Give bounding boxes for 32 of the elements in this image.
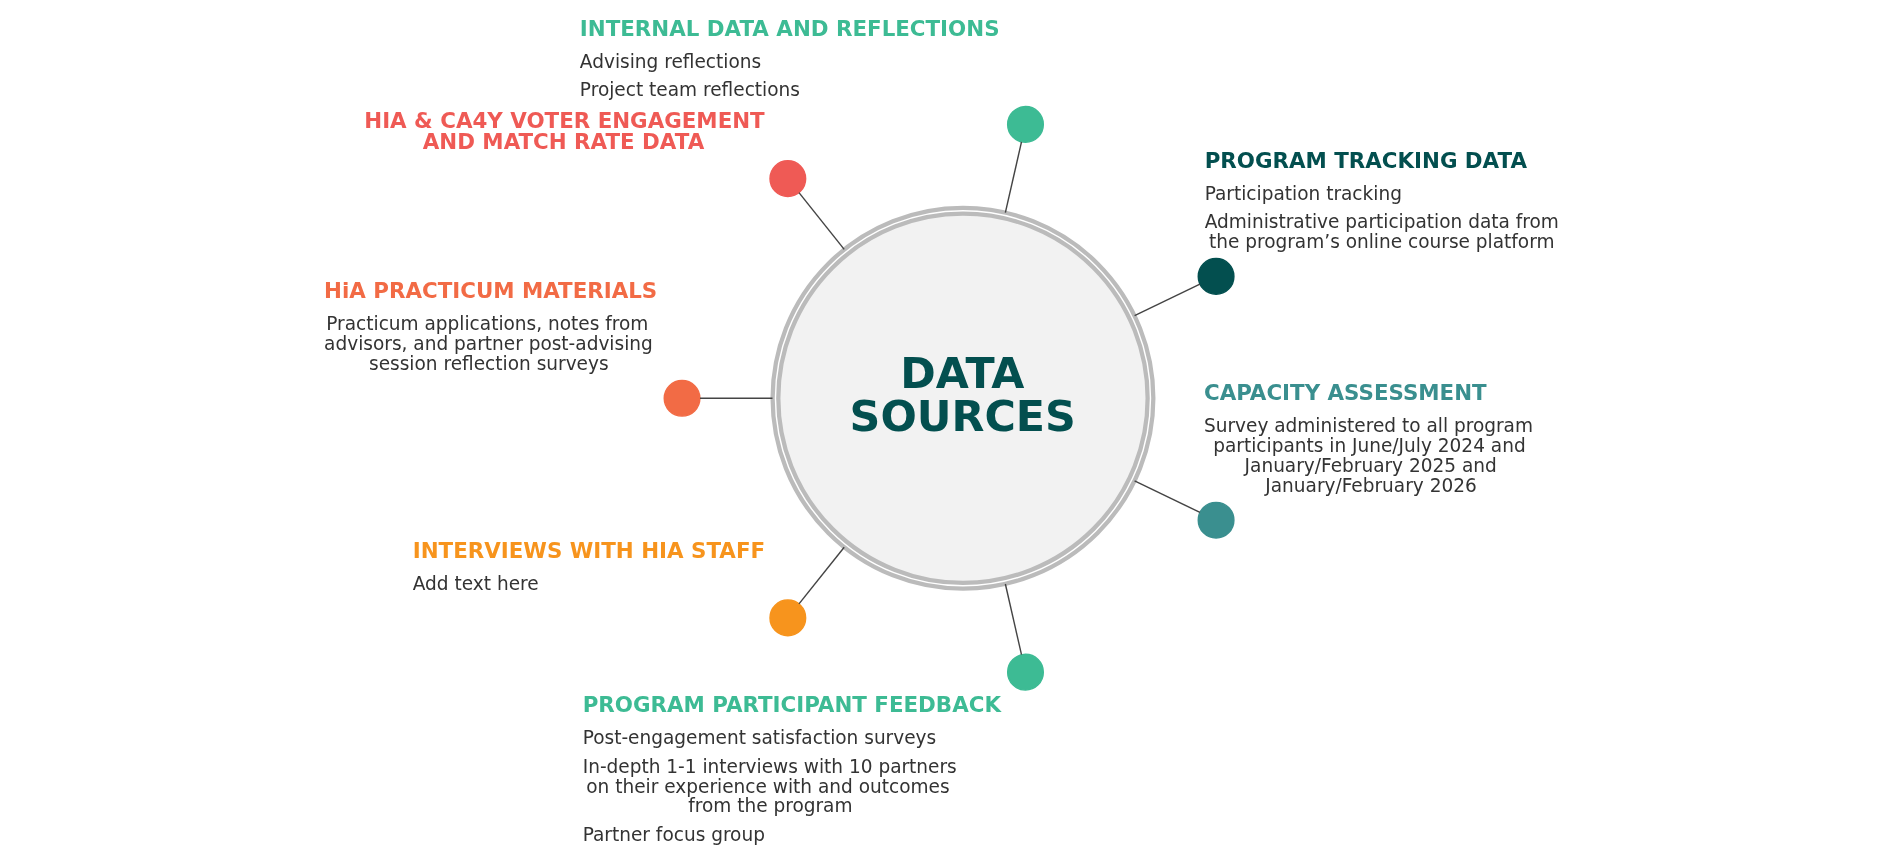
node-circle: DATA SOURCES [769,205,1155,591]
node-circle [768,160,806,198]
connector [797,546,845,605]
connector [1133,283,1201,317]
node-label: Partner focus group [582,823,765,845]
node-label: INTERNAL DATA AND REFLECTIONS [579,15,1000,41]
node-label: Administrative participation data from the program’s online course platform [1204,211,1559,253]
node-label: PROGRAM TRACKING DATA [1204,148,1527,174]
node-label: Advising reflections [579,50,761,72]
node-label: Add text here [412,572,539,594]
node-circle [1197,257,1235,295]
node-label: Participation tracking [1204,182,1402,204]
node-label: HIA & CA4Y VOTER ENGAGEMENT AND MATCH RATE DATA [363,108,765,155]
node-label: Post-engagement satisfaction surveys [582,727,936,749]
node-label: INTERVIEWS WITH HIA STAFF [412,538,765,564]
node-label: Practicum applications, notes from advisors, and partner post-advising session reflection surveys [323,313,653,375]
node-label: HiA PRACTICUM MATERIALS [323,278,657,304]
connector [1004,583,1022,656]
node-circle [663,379,701,417]
node-circle [1197,501,1235,539]
connector [797,191,845,251]
node-circle [1006,653,1044,691]
node-circle [768,599,806,637]
node-label: In-depth 1-1 interviews with 10 partners on their experience with and outcomes from the program [582,755,957,817]
connector [1133,480,1201,514]
node-label: CAPACITY ASSESSMENT [1203,380,1487,406]
connector [698,397,773,399]
node-circle [1006,105,1044,143]
node-label: Survey administered to all program participants in June/July 2024 and January/February 2025 and January/February 2026 [1203,415,1533,497]
connector [1004,141,1022,214]
node-label: PROGRAM PARTICIPANT FEEDBACK [582,692,1001,718]
node-label: Project team reflections [579,79,800,101]
